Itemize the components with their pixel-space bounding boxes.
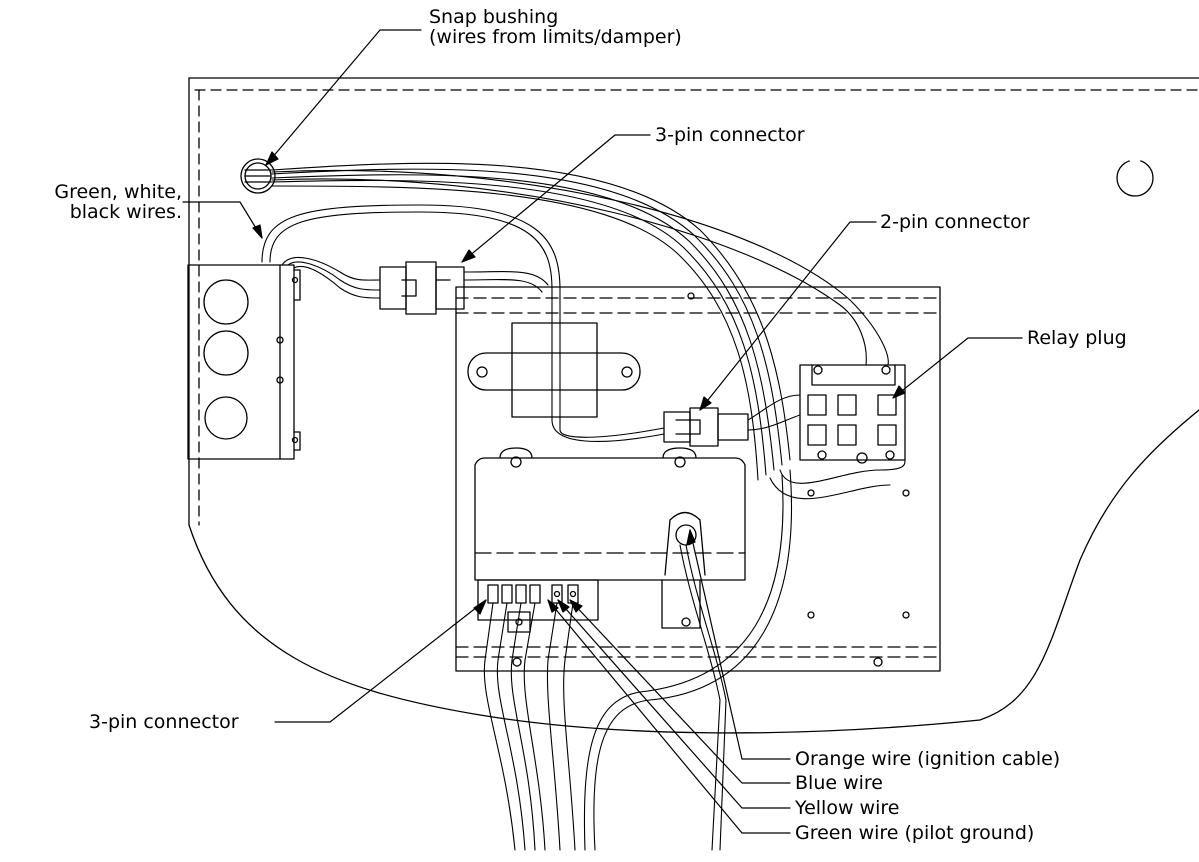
label-green-white-black-wires-2: black wires. <box>69 201 182 223</box>
enclosure-panel <box>189 78 1199 733</box>
label-snap-bushing-detail: (wires from limits/damper) <box>429 26 682 48</box>
two-pin-connector <box>664 408 748 446</box>
three-pin-connector-top <box>380 262 464 314</box>
label-blue-wire: Blue wire <box>795 772 883 794</box>
label-green-white-black-wires: Green, white, <box>54 181 182 203</box>
relay-plug <box>800 365 905 463</box>
label-three-pin-connector-top: 3-pin connector <box>655 124 805 146</box>
junction-box <box>188 265 300 459</box>
leader-lines <box>183 30 1022 833</box>
control-plate <box>456 287 940 671</box>
label-three-pin-connector-bottom: 3-pin connector <box>89 711 239 733</box>
wire-bundles <box>262 163 905 850</box>
label-two-pin-connector: 2-pin connector <box>880 211 1030 233</box>
label-orange-wire: Orange wire (ignition cable) <box>795 748 1061 770</box>
label-yellow-wire: Yellow wire <box>795 797 900 819</box>
label-snap-bushing: Snap bushing <box>429 6 559 28</box>
transformer <box>468 323 640 417</box>
ignition-control-module <box>475 448 745 632</box>
label-green-wire: Green wire (pilot ground) <box>795 822 1035 844</box>
snap-bushing <box>241 159 275 193</box>
label-relay-plug: Relay plug <box>1027 327 1127 349</box>
